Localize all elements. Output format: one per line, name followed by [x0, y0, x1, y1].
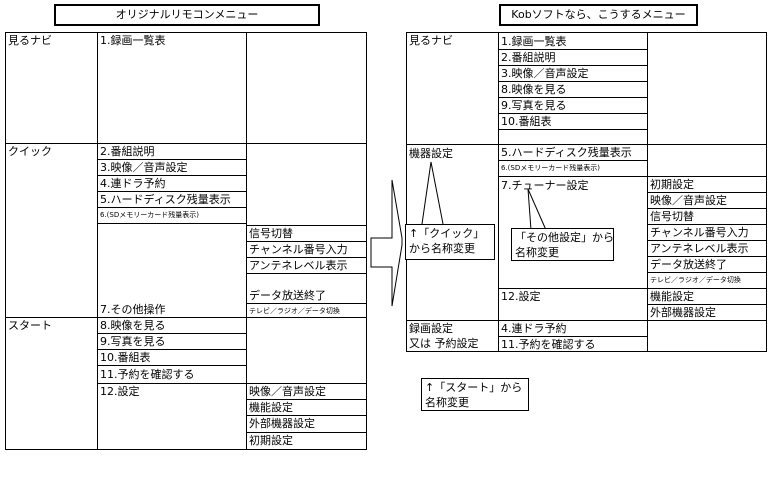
right-category-kiki-settei: 機器設定	[409, 147, 453, 160]
right-tuner-sub-3: 信号切替	[650, 210, 694, 223]
left-item-1: 1.録画一覧表	[100, 34, 166, 47]
right-item-1: 1.録画一覧表	[501, 35, 567, 48]
right-tuner-sub-5: アンテネレベル表示	[650, 242, 749, 255]
left-item-11: 11.予約を確認する	[100, 368, 195, 381]
left-quick-sub-3: アンテネレベル表示	[249, 259, 348, 272]
right-tuner-sub-2: 映像／音声設定	[650, 194, 727, 207]
left-category-quick: クイック	[8, 145, 52, 158]
left-menu-table: 見るナビ クイック スタート 1.録画一覧表 2.番組説明 3.映像／音声設定 …	[5, 32, 367, 450]
right-menu-table: 見るナビ 機器設定 録画設定 又は 予約設定 1.録画一覧表 2.番組説明 3.…	[406, 32, 767, 352]
left-settings-sub-2: 機能設定	[249, 401, 293, 414]
left-item-5: 5.ハードディスク残量表示	[100, 193, 231, 206]
right-tuner-sub-4: チャンネル番号入力	[650, 226, 749, 239]
left-quick-sub-2: チャンネル番号入力	[249, 243, 348, 256]
right-category-rokuga-settei: 録画設定	[409, 322, 453, 335]
right-tuner-sub-1: 初期設定	[650, 178, 694, 191]
right-tuner-sub-6: データ放送終了	[650, 258, 727, 271]
left-quick-sub-5: テレビ／ラジオ／データ切換	[249, 307, 340, 315]
note-other-rename: 「その他設定」から 名称変更	[511, 228, 614, 261]
left-item-2: 2.番組説明	[100, 145, 155, 158]
right-item-2: 2.番組説明	[501, 51, 556, 64]
left-quick-sub-4: データ放送終了	[249, 289, 326, 302]
left-item-6: 6.(SDメモリーカード残量表示)	[100, 211, 199, 219]
right-item-6: 6.(SDメモリーカード残量表示)	[501, 164, 600, 172]
right-settings-sub-1: 機能設定	[650, 290, 694, 303]
right-category-miru-navi: 見るナビ	[409, 34, 453, 47]
left-item-4: 4.連ドラ予約	[100, 177, 166, 190]
right-item-5: 5.ハードディスク残量表示	[501, 146, 632, 159]
right-item-12: 12.設定	[501, 290, 541, 303]
right-item-3: 3.映像／音声設定	[501, 67, 589, 80]
left-category-miru-navi: 見るナビ	[8, 34, 52, 47]
right-tuner-sub-7: テレビ／ラジオ／データ切換	[650, 276, 741, 284]
note-start-rename: ↑「スタート」から 名称変更	[421, 378, 529, 411]
left-item-9: 9.写真を見る	[100, 335, 166, 348]
right-item-10: 10.番組表	[501, 115, 552, 128]
left-item-8: 8.映像を見る	[100, 319, 166, 332]
left-settings-sub-3: 外部機器設定	[249, 417, 315, 430]
left-quick-sub-1: 信号切替	[249, 227, 293, 240]
right-item-9: 9.写真を見る	[501, 99, 567, 112]
left-item-12: 12.設定	[100, 385, 140, 398]
right-title: Kobソフトなら、こうするメニュー	[499, 4, 698, 26]
left-title: オリジナルリモコンメニュー	[54, 4, 320, 26]
right-item-8: 8.映像を見る	[501, 83, 567, 96]
left-category-start: スタート	[8, 319, 52, 332]
left-settings-sub-1: 映像／音声設定	[249, 385, 326, 398]
right-item-7: 7.チューナー設定	[501, 179, 589, 192]
right-item-4: 4.連ドラ予約	[501, 322, 567, 335]
left-settings-sub-4: 初期設定	[249, 434, 293, 447]
right-category-yoyaku-settei: 又は 予約設定	[409, 337, 479, 350]
left-item-10: 10.番組表	[100, 351, 151, 364]
right-item-11: 11.予約を確認する	[501, 338, 596, 351]
left-item-7: 7.その他操作	[100, 303, 166, 316]
right-settings-sub-2: 外部機器設定	[650, 306, 716, 319]
left-item-3: 3.映像／音声設定	[100, 161, 188, 174]
note-quick-rename: ↑「クイック」 から名称変更	[405, 224, 495, 260]
